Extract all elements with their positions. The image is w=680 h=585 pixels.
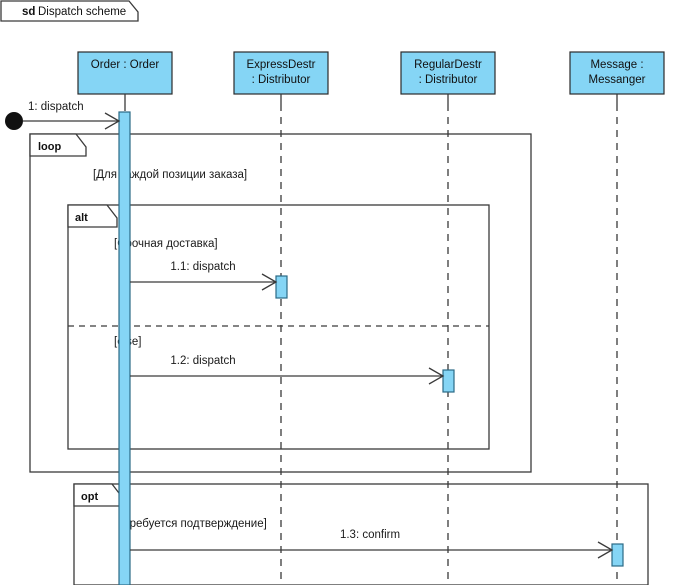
lifeline-label-regulardestr-line1: RegularDestr bbox=[414, 59, 482, 71]
fragment-alt-guard: [Срочная доставка] bbox=[114, 238, 218, 250]
lifeline-box-order[interactable] bbox=[77, 51, 173, 95]
message-1-3-confirm[interactable]: 1.3: confirm bbox=[130, 529, 614, 559]
fragment-opt-guard: [Требуется подтверждение] bbox=[120, 518, 267, 530]
frame-kind-label: sd bbox=[22, 6, 35, 18]
lifeline-box-messenger[interactable] bbox=[569, 51, 665, 95]
fragment-loop-border[interactable] bbox=[29, 133, 532, 473]
fragment-opt-border[interactable] bbox=[73, 483, 649, 585]
fragment-alt[interactable]: alt [Срочная доставка] [else] bbox=[67, 204, 490, 450]
activation-bar-messenger[interactable] bbox=[611, 543, 624, 567]
message-1-1-arrowhead-icon bbox=[261, 273, 278, 291]
message-1-arrowhead-icon bbox=[104, 112, 121, 130]
lifeline-box-regulardestr[interactable] bbox=[400, 51, 496, 95]
activation-bar-regulardestr[interactable] bbox=[442, 369, 455, 393]
fragment-loop-tab bbox=[29, 133, 87, 157]
fragment-loop-operator: loop bbox=[38, 141, 61, 153]
message-1-label: 1: dispatch bbox=[28, 101, 84, 113]
message-1-2-dispatch[interactable]: 1.2: dispatch bbox=[130, 355, 445, 385]
lifeline-label-messenger-line2: Messanger bbox=[589, 74, 646, 86]
lifeline-label-order-line1: Order : Order bbox=[91, 59, 160, 71]
diagram-frame-tab: sd Dispatch scheme bbox=[0, 0, 139, 22]
message-1-3-label: 1.3: confirm bbox=[340, 529, 400, 541]
frame-title: Dispatch scheme bbox=[38, 6, 126, 18]
message-1-1-label: 1.1: dispatch bbox=[170, 261, 235, 273]
lifeline-head-expressdestr[interactable]: ExpressDestr : Distributor bbox=[233, 51, 329, 95]
lifeline-label-expressdestr-line2: : Distributor bbox=[252, 74, 311, 86]
lifeline-head-order[interactable]: Order : Order bbox=[77, 51, 173, 95]
fragment-opt[interactable]: opt [Требуется подтверждение] bbox=[73, 483, 649, 585]
fragment-opt-operator: opt bbox=[81, 491, 98, 503]
lifeline-label-expressdestr-line1: ExpressDestr bbox=[246, 59, 315, 71]
activation-bar-expressdestr[interactable] bbox=[275, 275, 288, 299]
fragment-alt-operator: alt bbox=[75, 212, 88, 224]
message-1-2-label: 1.2: dispatch bbox=[170, 355, 235, 367]
fragment-alt-tab bbox=[67, 204, 118, 228]
lifeline-head-regulardestr[interactable]: RegularDestr : Distributor bbox=[400, 51, 496, 95]
message-1-2-arrowhead-icon bbox=[428, 367, 445, 385]
message-1-3-arrowhead-icon bbox=[597, 541, 614, 559]
message-1-1-dispatch[interactable]: 1.1: dispatch bbox=[130, 261, 278, 291]
found-message-dot bbox=[5, 112, 23, 130]
lifeline-head-messenger[interactable]: Message : Messanger bbox=[569, 51, 665, 95]
lifeline-label-regulardestr-line2: : Distributor bbox=[419, 74, 478, 86]
activation-bar-order[interactable] bbox=[118, 111, 131, 585]
frame-tab-shape bbox=[0, 0, 139, 22]
message-1-dispatch[interactable]: 1: dispatch bbox=[5, 101, 121, 130]
fragment-alt-border[interactable] bbox=[67, 204, 490, 450]
fragment-loop[interactable]: loop [Для каждой позиции заказа] bbox=[29, 133, 532, 473]
fragment-loop-guard: [Для каждой позиции заказа] bbox=[93, 169, 247, 181]
lifeline-label-messenger-line1: Message : bbox=[590, 59, 643, 71]
